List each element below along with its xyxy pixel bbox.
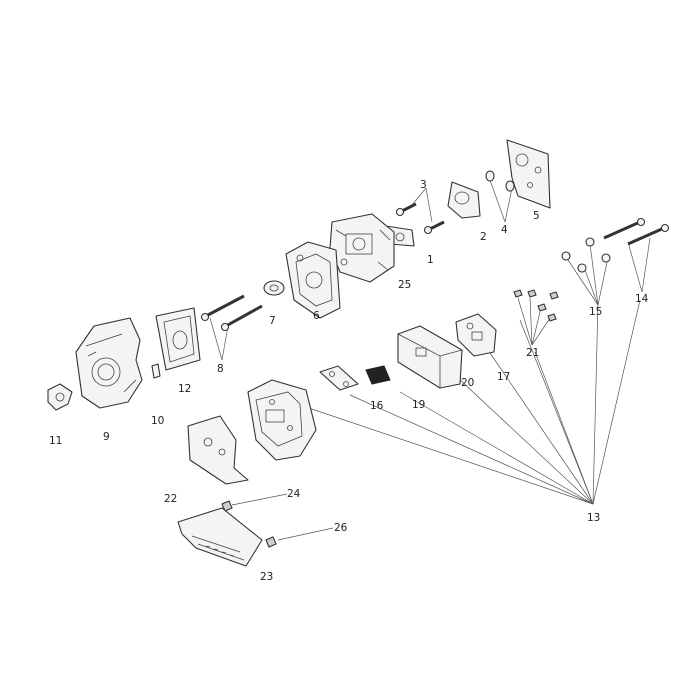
callout-9: 9 bbox=[103, 431, 110, 443]
part-17-plate bbox=[455, 313, 497, 357]
part-7-grommet bbox=[263, 280, 285, 296]
callout-24: 24 bbox=[287, 488, 301, 500]
callout-5: 5 bbox=[533, 210, 540, 222]
part-6-air-cleaner-case bbox=[285, 241, 341, 319]
part-2-insulator bbox=[447, 181, 481, 219]
callout-15: 15 bbox=[589, 306, 602, 318]
part-12-air-filter bbox=[155, 307, 201, 371]
part-16-gasket bbox=[319, 365, 359, 391]
callout-19: 19 bbox=[412, 399, 425, 411]
callout-7: 7 bbox=[269, 315, 276, 327]
part-19-gasket bbox=[365, 365, 391, 385]
part-15-washers bbox=[561, 237, 611, 273]
part-5-gasket bbox=[506, 139, 551, 209]
part-11-knob bbox=[47, 383, 73, 411]
part-8-bolts bbox=[200, 294, 263, 332]
callout-10: 10 bbox=[151, 415, 164, 427]
part-20-shield bbox=[397, 325, 463, 389]
callout-8: 8 bbox=[217, 363, 224, 375]
callout-13: 13 bbox=[587, 512, 600, 524]
leader-lines bbox=[209, 179, 651, 541]
callout-11: 11 bbox=[49, 435, 62, 447]
callout-20: 20 bbox=[461, 377, 474, 389]
callout-6: 6 bbox=[313, 310, 320, 322]
part-22-bracket bbox=[187, 415, 249, 485]
callout-2: 2 bbox=[480, 231, 487, 243]
callout-14: 14 bbox=[635, 293, 649, 305]
part-21-screws bbox=[513, 289, 559, 322]
callout-12: 12 bbox=[178, 383, 191, 395]
callout-3: 3 bbox=[420, 179, 427, 191]
part-4-nuts bbox=[485, 170, 515, 192]
part-26-screw bbox=[265, 536, 277, 548]
part-3-screws bbox=[395, 202, 445, 235]
callout-17: 17 bbox=[497, 371, 510, 383]
part-13-muffler bbox=[247, 379, 317, 461]
part-23-cover bbox=[177, 507, 263, 567]
part-24-screw bbox=[221, 500, 233, 512]
part-25-carburetor bbox=[329, 213, 395, 283]
part-10-pad bbox=[151, 363, 161, 379]
callout-1: 1 bbox=[427, 254, 434, 266]
callout-22: 22 bbox=[164, 493, 177, 505]
callout-23: 23 bbox=[260, 571, 273, 583]
callout-21: 21 bbox=[526, 347, 539, 359]
callout-4: 4 bbox=[501, 224, 508, 236]
part-14-bolts bbox=[603, 217, 670, 246]
callout-16: 16 bbox=[370, 400, 384, 412]
callout-26: 26 bbox=[334, 522, 348, 534]
callout-25: 25 bbox=[398, 279, 411, 291]
part-9-air-cleaner-cover bbox=[75, 317, 143, 409]
callouts: 1 2 3 4 5 6 7 8 9 10 11 12 13 14 15 16 1… bbox=[49, 179, 649, 583]
